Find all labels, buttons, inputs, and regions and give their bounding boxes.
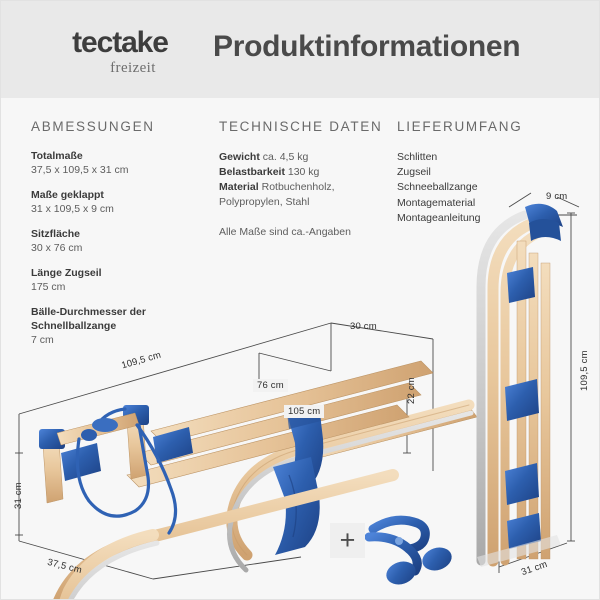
spec-value: 7 cm <box>31 333 54 346</box>
spec-label: Bälle-Durchmesser der <box>31 305 146 318</box>
tech-row-material: Material Rotbuchenholz, <box>219 180 394 195</box>
sled-folded <box>476 192 580 573</box>
runner-far <box>226 399 475 573</box>
spec-label: Maße geklappt <box>31 188 104 201</box>
tech-value: ca. 4,5 kg <box>262 151 309 163</box>
spec-label: Sitzfläche <box>31 227 81 240</box>
list-item: Schlitten <box>397 151 438 163</box>
rope-knot <box>81 418 118 441</box>
brand-logo: tectake freizeit <box>45 28 195 76</box>
spec-label: Totalmaße <box>31 150 83 162</box>
spec-value: 30 x 76 cm <box>31 241 83 254</box>
dim-label-height-seat: 22 cm <box>406 377 417 404</box>
tech-row-capacity: Belastbarkeit 130 kg <box>219 165 394 180</box>
spec-ball-diameter: Bälle-Durchmesser der Schnellballzange 7… <box>31 306 206 348</box>
page-title: Produktinformationen <box>213 30 521 63</box>
seat-slats <box>126 360 434 488</box>
dim-label-seat-width: 76 cm <box>253 379 288 392</box>
tech-value: 130 kg <box>287 165 320 178</box>
spec-rope-length: Länge Zugseil 175 cm <box>31 267 206 295</box>
tech-row-weight: Gewicht ca. 4,5 kg <box>219 150 394 165</box>
column-technical-title: TECHNISCHE DATEN <box>219 119 383 134</box>
brand-name: tectake <box>72 26 169 59</box>
list-item: Zugseil <box>397 166 431 179</box>
blue-supports <box>61 405 324 555</box>
dim-label-folded-thickness: 9 cm <box>546 191 568 202</box>
tech-label: Belastbarkeit <box>219 165 285 178</box>
sled-assembled <box>39 360 478 599</box>
spec-seat-area: Sitzfläche 30 x 76 cm <box>31 228 206 256</box>
list-item: Montagematerial <box>397 196 476 209</box>
dim-label-folded-length: 109,5 cm <box>579 350 590 391</box>
brand-tagline: freizeit <box>110 60 156 76</box>
technical-note: Alle Maße sind ca.-Angaben <box>219 225 351 238</box>
spec-value: 175 cm <box>31 280 66 293</box>
tong-scoop-right <box>422 547 452 571</box>
spec-label-line2: Schnellballzange <box>31 319 117 332</box>
tech-label: Gewicht <box>219 151 260 163</box>
tech-label: Material <box>219 180 259 193</box>
spec-value: 31 x 109,5 x 9 cm <box>31 202 114 215</box>
dim-label-depth: 30 cm <box>350 321 377 332</box>
spec-folded-dimensions: Maße geklappt 31 x 109,5 x 9 cm <box>31 189 206 217</box>
folded-blue-brackets <box>505 267 541 549</box>
tech-material-continued: Polypropylen, Stahl <box>219 195 310 208</box>
column-technical: TECHNISCHE DATEN Gewicht ca. 4,5 kg Bela… <box>219 119 394 240</box>
spec-total-dimensions: Totalmaße 37,5 x 109,5 x 31 cm <box>31 150 206 178</box>
column-delivery-title: LIEFERUMFANG <box>397 119 523 134</box>
column-dimensions: ABMESSUNGEN Totalmaße 37,5 x 109,5 x 31 … <box>31 119 206 358</box>
tong-scoop-left <box>386 561 416 585</box>
spec-value: 37,5 x 109,5 x 31 cm <box>31 163 129 176</box>
tech-value: Rotbuchenholz, <box>261 180 335 193</box>
column-dimensions-title: ABMESSUNGEN <box>31 119 155 134</box>
column-delivery: LIEFERUMFANG Schlitten Zugseil Schneebal… <box>397 119 582 226</box>
header-band: tectake freizeit Produktinformationen <box>1 1 599 98</box>
runner-near <box>53 469 399 599</box>
spec-label: Länge Zugseil <box>31 266 102 279</box>
dim-label-height-total: 31 cm <box>13 482 24 509</box>
dim-label-frame-length: 105 cm <box>284 405 325 418</box>
list-item: Montageanleitung <box>397 211 481 224</box>
snowball-tongs <box>364 515 452 585</box>
list-item: Schneeballzange <box>397 181 478 194</box>
tong-pivot <box>395 537 403 545</box>
plus-symbol: + <box>330 523 365 558</box>
